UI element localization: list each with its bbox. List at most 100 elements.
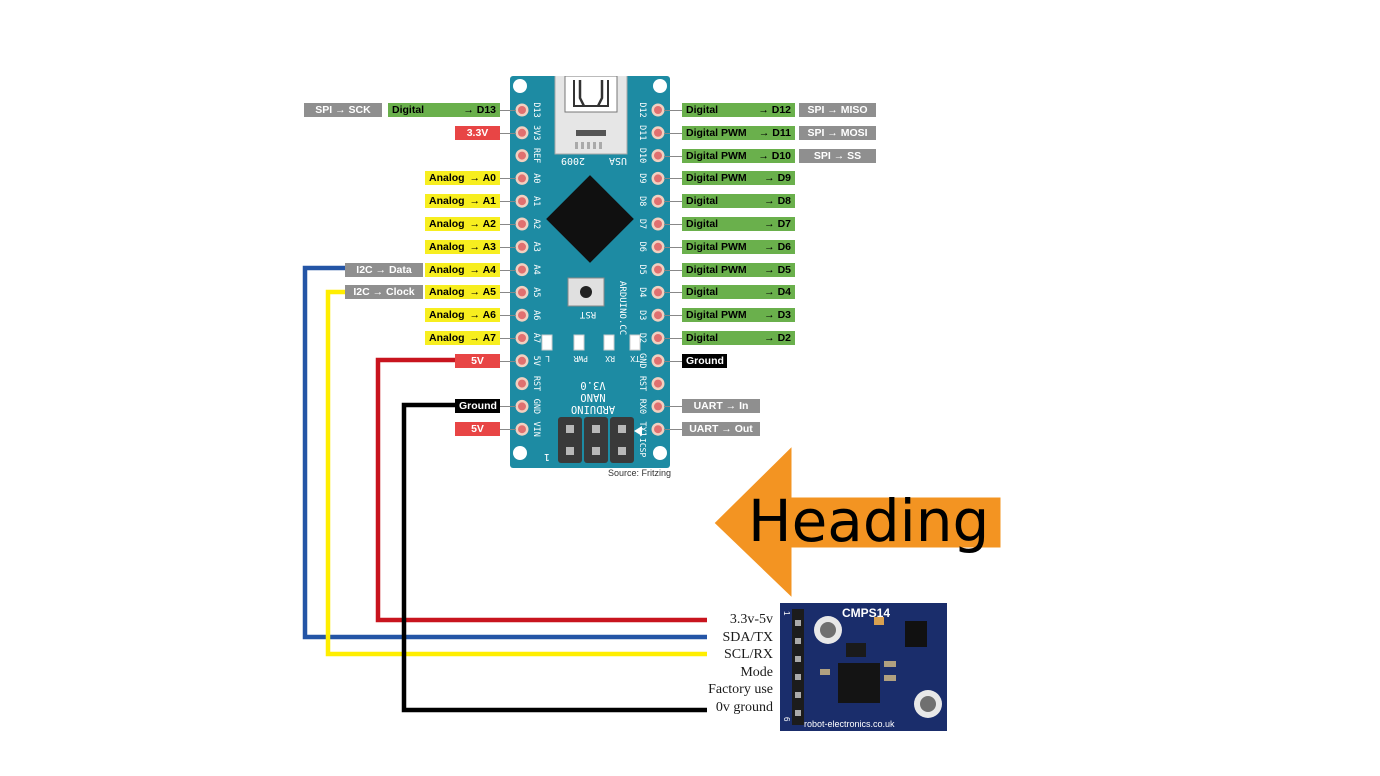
pin-label-uart-out-text: UART → Out xyxy=(689,423,753,436)
pin-connector xyxy=(664,155,682,157)
led-label-l: L xyxy=(545,354,550,363)
pin-connector xyxy=(664,269,682,271)
pin-label-d4: Digital→ D4 xyxy=(682,285,795,300)
pin-label-dest: → D7 xyxy=(764,218,791,230)
wire-power xyxy=(375,357,707,623)
pin-hole xyxy=(654,174,662,183)
board-pin-label: GND xyxy=(637,353,647,368)
module-chip xyxy=(838,663,880,703)
module-hole xyxy=(920,696,936,712)
pin-hole xyxy=(518,265,526,274)
board-pin-label: D2 xyxy=(637,333,647,343)
pin-label-5v: 5V xyxy=(455,422,500,437)
pin-label-tag: Digital PWM xyxy=(686,309,747,322)
mount-hole xyxy=(653,446,667,460)
pin-label-dest: → D4 xyxy=(764,286,791,299)
reset-button[interactable] xyxy=(567,277,605,307)
wire-sda xyxy=(302,265,707,640)
pin-label-tag: Analog xyxy=(429,286,465,299)
pin-label-d8: Digital→ D8 xyxy=(682,194,795,209)
pin-label-tag: Digital PWM xyxy=(686,240,747,253)
pin-label-5v: 5V xyxy=(455,353,500,368)
board-pin-label: A4 xyxy=(531,264,541,274)
pin-hole xyxy=(518,197,526,206)
mount-hole xyxy=(513,446,527,460)
pin-connector xyxy=(500,292,516,294)
board-pin-label: A6 xyxy=(531,310,541,320)
led-label-pwr: PWR xyxy=(573,354,588,363)
board-pin-label: RST xyxy=(637,376,647,391)
pin-connector xyxy=(664,201,682,203)
board-pin-label: RST xyxy=(531,376,541,391)
board-pin-label: A7 xyxy=(531,333,541,343)
module-header xyxy=(792,609,804,725)
pin-label-tag: Digital xyxy=(392,104,425,116)
pin-connector xyxy=(664,429,682,431)
pin-label-tag: Digital PWM xyxy=(686,149,747,162)
pin-extra-spi-mosi: SPI → MOSI xyxy=(799,125,876,140)
pin-label-d12: Digital→ D12 xyxy=(682,103,795,117)
module-hole xyxy=(820,622,836,638)
pin-connector xyxy=(500,110,516,111)
heading-arrow xyxy=(713,444,1002,600)
pin-label-dest: → D2 xyxy=(764,332,791,344)
board-pin-label: D9 xyxy=(637,173,647,183)
pin-label-5v-text: 5V xyxy=(471,354,484,367)
led-label-tx: TX xyxy=(630,354,640,363)
source-caption: Source: Fritzing xyxy=(608,468,672,478)
pin-hole xyxy=(654,379,662,388)
pin-connector xyxy=(664,292,682,294)
pin-connector xyxy=(500,178,516,180)
pin-extra-i2c-data: I2C → Data xyxy=(345,262,423,277)
heading-label: Heading xyxy=(748,487,990,555)
wire-ground xyxy=(401,402,707,713)
usb-connector xyxy=(554,76,628,155)
pin-label-a3: Analog→ A3 xyxy=(425,239,500,254)
pin-label-dest: → A6 xyxy=(469,309,496,322)
board-text-usa: USA xyxy=(609,155,627,166)
pin-label-a7: Analog→ A7 xyxy=(425,331,500,345)
board-pin-label: TX1 xyxy=(637,422,647,437)
module-pin-scl-rx: SCL/RX xyxy=(723,647,773,663)
pin-extra-spi-ss: SPI → SS xyxy=(799,148,876,163)
module-component xyxy=(884,675,896,681)
pin-label-dest: → A4 xyxy=(469,263,496,276)
board-pin-label: D10 xyxy=(637,148,647,163)
pin-connector xyxy=(500,224,516,225)
module-pin-number: 1 xyxy=(782,611,791,616)
pin-label-tag: Digital PWM xyxy=(686,263,747,276)
pin-label-ground: Ground xyxy=(455,399,500,414)
pin-connector xyxy=(664,110,682,111)
pin-hole xyxy=(654,242,662,251)
board-text-rst: RST xyxy=(579,309,596,319)
pin-label-dest: → D6 xyxy=(764,240,791,253)
pin-label-tag: Digital PWM xyxy=(686,126,747,139)
pin-label-d9: Digital PWM→ D9 xyxy=(682,171,795,186)
board-text-version: V3.0 xyxy=(580,379,605,391)
pin-hole xyxy=(518,242,526,251)
pin-extra-i2c-clock-text: I2C → Clock xyxy=(353,286,415,299)
pin-label-dest: → A7 xyxy=(469,332,496,344)
pin-label-dest: → D5 xyxy=(764,263,791,276)
pin-hole xyxy=(654,311,662,320)
board-text-icsp: ICSP xyxy=(638,438,647,457)
header-pins xyxy=(795,620,801,716)
pin-hole xyxy=(518,128,526,137)
board-pin-label: A3 xyxy=(531,242,541,252)
board-pin-label: RX0 xyxy=(637,399,647,414)
pin-connector xyxy=(664,315,682,317)
module-component xyxy=(884,661,896,667)
board-pin-label: 3V3 xyxy=(531,125,541,140)
module-pin-0v-ground: 0v ground xyxy=(715,700,773,715)
board-pin-label: D11 xyxy=(637,125,647,140)
board-pin-label: D7 xyxy=(637,219,647,229)
pin-label-ground: Ground xyxy=(682,353,727,368)
pin-label-dest: → D10 xyxy=(758,149,791,162)
usb-pads xyxy=(575,142,602,149)
led-label-rx: RX xyxy=(605,354,615,363)
pin-connector xyxy=(664,338,682,339)
pin-hole xyxy=(654,106,662,114)
board-pin-label: A1 xyxy=(531,196,541,206)
board-pins: D133V3REFA0A1A2A3A4A5A6A75VRSTGNDVIND12D… xyxy=(515,102,665,437)
